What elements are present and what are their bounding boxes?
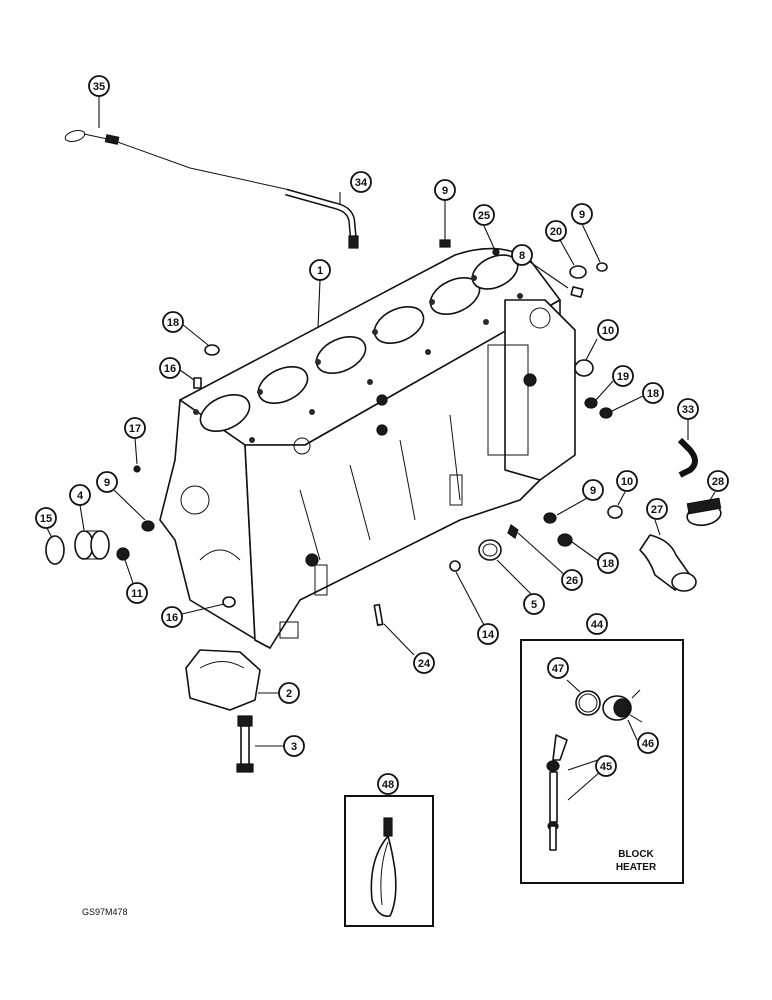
callout-25: 25 xyxy=(473,204,495,226)
svg-text:4: 4 xyxy=(77,490,84,502)
callout-9: 9 xyxy=(96,471,118,493)
callout-10: 10 xyxy=(616,470,638,492)
callout-9: 9 xyxy=(582,479,604,501)
block-heater-inset xyxy=(520,639,684,884)
dipstick xyxy=(64,130,291,191)
callout-27: 27 xyxy=(646,498,668,520)
svg-text:9: 9 xyxy=(579,209,585,221)
svg-text:9: 9 xyxy=(104,477,110,489)
svg-text:16: 16 xyxy=(166,612,178,624)
callout-18: 18 xyxy=(642,382,664,404)
svg-text:1: 1 xyxy=(317,265,323,277)
callout-35: 35 xyxy=(88,75,110,97)
svg-text:46: 46 xyxy=(642,738,654,750)
svg-text:18: 18 xyxy=(167,317,179,329)
svg-text:25: 25 xyxy=(478,210,490,222)
svg-text:24: 24 xyxy=(418,658,431,670)
svg-text:27: 27 xyxy=(651,504,663,516)
callout-5: 5 xyxy=(523,593,545,615)
callout-1: 1 xyxy=(309,259,331,281)
callout-44: 44 xyxy=(586,613,608,635)
callout-33: 33 xyxy=(677,398,699,420)
svg-text:15: 15 xyxy=(40,513,52,525)
callout-14: 14 xyxy=(477,623,499,645)
callout-24: 24 xyxy=(413,652,435,674)
callout-26: 26 xyxy=(561,569,583,591)
cylinder-block xyxy=(159,247,576,649)
svg-text:26: 26 xyxy=(566,575,578,587)
svg-text:19: 19 xyxy=(617,371,629,383)
svg-text:10: 10 xyxy=(621,476,633,488)
callout-28: 28 xyxy=(707,470,729,492)
callout-48: 48 xyxy=(377,773,399,795)
callout-18: 18 xyxy=(597,552,619,574)
svg-text:48: 48 xyxy=(382,779,394,791)
svg-text:35: 35 xyxy=(93,81,105,93)
svg-text:2: 2 xyxy=(286,688,292,700)
drawing-code: GS97M478 xyxy=(82,907,128,917)
block-heater-label-line2: HEATER xyxy=(616,862,657,873)
callout-9: 9 xyxy=(571,203,593,225)
callout-10: 10 xyxy=(597,319,619,341)
svg-text:8: 8 xyxy=(519,250,525,262)
svg-text:34: 34 xyxy=(355,177,368,189)
svg-text:44: 44 xyxy=(591,619,604,631)
callout-34: 34 xyxy=(350,171,372,193)
main-bearing-cap xyxy=(185,649,261,711)
callout-3: 3 xyxy=(283,735,305,757)
svg-text:20: 20 xyxy=(550,226,562,238)
callout-18: 18 xyxy=(162,311,184,333)
callout-2: 2 xyxy=(278,682,300,704)
callout-8: 8 xyxy=(511,244,533,266)
leader-lines xyxy=(46,96,716,747)
callout-45: 45 xyxy=(595,755,617,777)
callout-16: 16 xyxy=(159,357,181,379)
loose-parts xyxy=(45,239,722,626)
dipstick-tube xyxy=(285,188,359,249)
svg-text:10: 10 xyxy=(602,325,614,337)
svg-text:9: 9 xyxy=(442,185,448,197)
svg-text:11: 11 xyxy=(131,588,143,600)
hose-strap-inset xyxy=(344,795,434,927)
callout-11: 11 xyxy=(126,582,148,604)
callout-17: 17 xyxy=(124,417,146,439)
bearing-cap-bolt xyxy=(236,715,254,773)
block-heater-label-line1: BLOCK xyxy=(618,849,654,860)
callout-4: 4 xyxy=(69,484,91,506)
svg-text:9: 9 xyxy=(590,485,596,497)
svg-text:3: 3 xyxy=(291,741,297,753)
callout-9: 9 xyxy=(434,179,456,201)
callout-47: 47 xyxy=(547,657,569,679)
svg-text:45: 45 xyxy=(600,761,612,773)
svg-text:18: 18 xyxy=(647,388,659,400)
svg-text:47: 47 xyxy=(552,663,564,675)
callout-15: 15 xyxy=(35,507,57,529)
svg-text:17: 17 xyxy=(129,423,141,435)
callout-46: 46 xyxy=(637,732,659,754)
svg-text:16: 16 xyxy=(164,363,176,375)
svg-text:18: 18 xyxy=(602,558,614,570)
svg-text:14: 14 xyxy=(482,629,495,641)
svg-text:33: 33 xyxy=(682,404,694,416)
callout-20: 20 xyxy=(545,220,567,242)
callout-19: 19 xyxy=(612,365,634,387)
svg-text:5: 5 xyxy=(531,599,537,611)
callout-16: 16 xyxy=(161,606,183,628)
svg-text:28: 28 xyxy=(712,476,724,488)
